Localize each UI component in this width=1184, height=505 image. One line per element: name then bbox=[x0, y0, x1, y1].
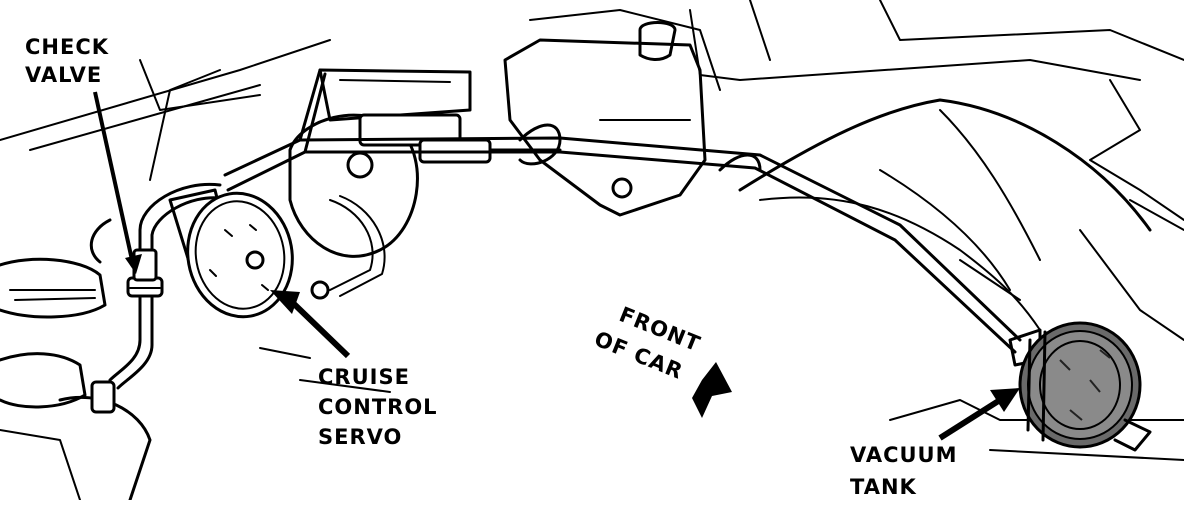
inner-fender bbox=[738, 98, 1152, 331]
check-valve-arrow bbox=[93, 91, 142, 274]
servo-arrow bbox=[270, 290, 351, 359]
vacuum-tank-label-line1: VACUUM bbox=[850, 443, 958, 467]
check-valve-label: CHECK VALVE bbox=[25, 35, 109, 87]
check-valve bbox=[126, 248, 164, 298]
check-valve-label-line1: CHECK bbox=[25, 35, 109, 59]
check-valve-label-line2: VALVE bbox=[25, 63, 102, 87]
cruise-control-servo bbox=[168, 188, 294, 319]
servo-label-line3: SERVO bbox=[318, 425, 402, 449]
front-of-car-label: FRONT OF CAR bbox=[591, 302, 704, 384]
servo-label-line1: CRUISE bbox=[318, 365, 410, 389]
vacuum-hose bbox=[89, 68, 1022, 390]
reservoir bbox=[503, 21, 762, 217]
vacuum-tank-label-line2: TANK bbox=[850, 475, 917, 499]
front-direction-arrow bbox=[692, 362, 732, 418]
vacuum-tank-arrow bbox=[938, 388, 1020, 441]
cruise-control-servo-label: CRUISE CONTROL SERVO bbox=[318, 365, 438, 449]
brake-booster bbox=[288, 68, 562, 258]
vacuum-tank-label: VACUUM TANK bbox=[850, 443, 958, 499]
air-cleaner bbox=[0, 257, 152, 502]
vacuum-tank bbox=[1008, 321, 1152, 452]
servo-label-line2: CONTROL bbox=[318, 395, 438, 419]
